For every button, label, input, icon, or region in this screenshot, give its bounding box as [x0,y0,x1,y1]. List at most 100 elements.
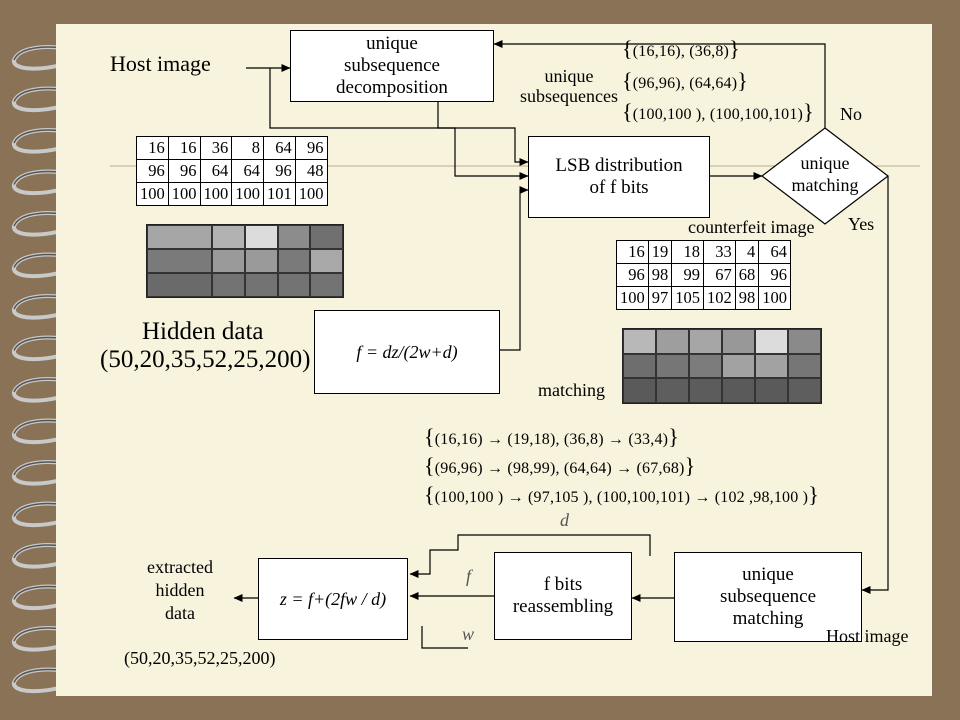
gray-cell [722,329,755,354]
table-cell: 96 [616,263,649,287]
table-cell: 99 [671,263,704,287]
formula-z-box: z = f+(2fw / d) [258,558,408,640]
table-cell: 18 [671,240,704,264]
decomposition-box: unique subsequence decomposition [290,30,494,102]
table-cell: 64 [758,240,791,264]
gray-cell [212,225,245,249]
table-cell: 98 [647,263,673,287]
gray-cell [245,273,278,297]
table-cell: 64 [231,159,264,183]
arrow-no-loop [493,40,826,128]
table-cell: 68 [734,263,760,287]
table-cell: 96 [294,136,328,160]
gray-cell [656,353,689,379]
gray-cell [147,273,213,297]
table-cell: 98 [734,286,760,310]
gray-cell [755,378,788,403]
gray-cell [623,353,656,379]
gray-cell [147,225,213,249]
arrow-formula-to-lsb [500,186,529,351]
gray-cell [788,353,821,379]
gray-cell [147,249,213,273]
formula-f-box: f = dz/(2w+d) [314,310,500,394]
table-cell: 4 [734,240,760,264]
table-cell: 96 [136,159,169,183]
table-cell: 64 [263,136,296,160]
gray-cell [212,273,245,297]
table-cell: 16 [136,136,169,160]
table-cell: 16 [167,136,201,160]
lsb-distribution-box: LSB distribution of f bits [528,136,710,218]
gray-cell [212,249,245,273]
mapping-set-2: {(96,96) → (98,99), (64,64) → (67,68)} [424,453,696,478]
extracted-hidden-data-label: extracted hidden data [147,557,213,623]
gray-cell [623,329,656,354]
gray-cell [788,378,821,403]
gray-cell [277,249,311,273]
hidden-data-values: (50,20,35,52,25,200) [100,346,311,373]
table-cell: 100 [616,286,649,310]
no-label: No [840,104,862,124]
reassembling-box: f bits reassembling [494,552,632,640]
gray-cell [277,225,311,249]
gray-cell [310,249,343,273]
host-gray-grid [146,224,344,298]
mapping-set-1: {(16,16) → (19,18), (36,8) → (33,4)} [424,424,679,449]
gray-cell [245,225,278,249]
table-cell: 100 [294,182,328,206]
table-cell: 16 [616,240,649,264]
gray-cell [245,249,278,273]
arrow-w-input [421,626,468,649]
table-cell: 96 [263,159,296,183]
arrow-decomposition-to-lsb [437,102,529,166]
gray-cell [689,378,722,403]
table-cell: 97 [647,286,673,310]
decision-label: unique matching [791,153,859,195]
table-cell: 96 [758,263,791,287]
host-image-label-bottom: Host image [826,626,909,646]
gray-cell [755,329,788,354]
table-cell: 64 [199,159,233,183]
gray-cell [689,353,722,379]
var-w-label: w [462,624,475,644]
table-cell: 100 [231,182,264,206]
subsequence-set-3: {(100,100 ), (100,100,101)} [622,99,814,124]
counterfeit-image-label: counterfeit image [688,217,815,237]
subsequence-set-1: {(16,16), (36,8)} [622,36,740,61]
table-cell: 100 [167,182,201,206]
table-cell: 105 [671,286,704,310]
gray-cell [722,353,755,379]
arrow-yes-down [861,176,889,594]
gray-cell [689,329,722,354]
table-cell: 100 [199,182,233,206]
host-image-label-top: Host image [110,51,211,76]
var-d-label: d [560,510,569,530]
yes-label: Yes [848,214,875,234]
gray-cell [277,273,311,297]
gray-cell [623,378,656,403]
table-cell: 102 [703,286,736,310]
gray-cell [656,329,689,354]
table-cell: 8 [231,136,264,160]
var-f-label: f [466,566,472,586]
table-cell: 67 [703,263,736,287]
unique-subsequences-label: unique subsequences [520,66,618,106]
decision-diamond [761,127,889,225]
table-cell: 96 [167,159,201,183]
counterfeit-gray-grid [622,328,822,404]
arrow-d-line [409,534,651,578]
extracted-values-label: (50,20,35,52,25,200) [124,648,276,668]
gray-cell [656,378,689,403]
table-cell: 33 [703,240,736,264]
table-cell: 100 [758,286,791,310]
table-cell: 19 [647,240,673,264]
subsequence-set-2: {(96,96), (64,64)} [622,68,749,93]
gray-cell [755,353,788,379]
